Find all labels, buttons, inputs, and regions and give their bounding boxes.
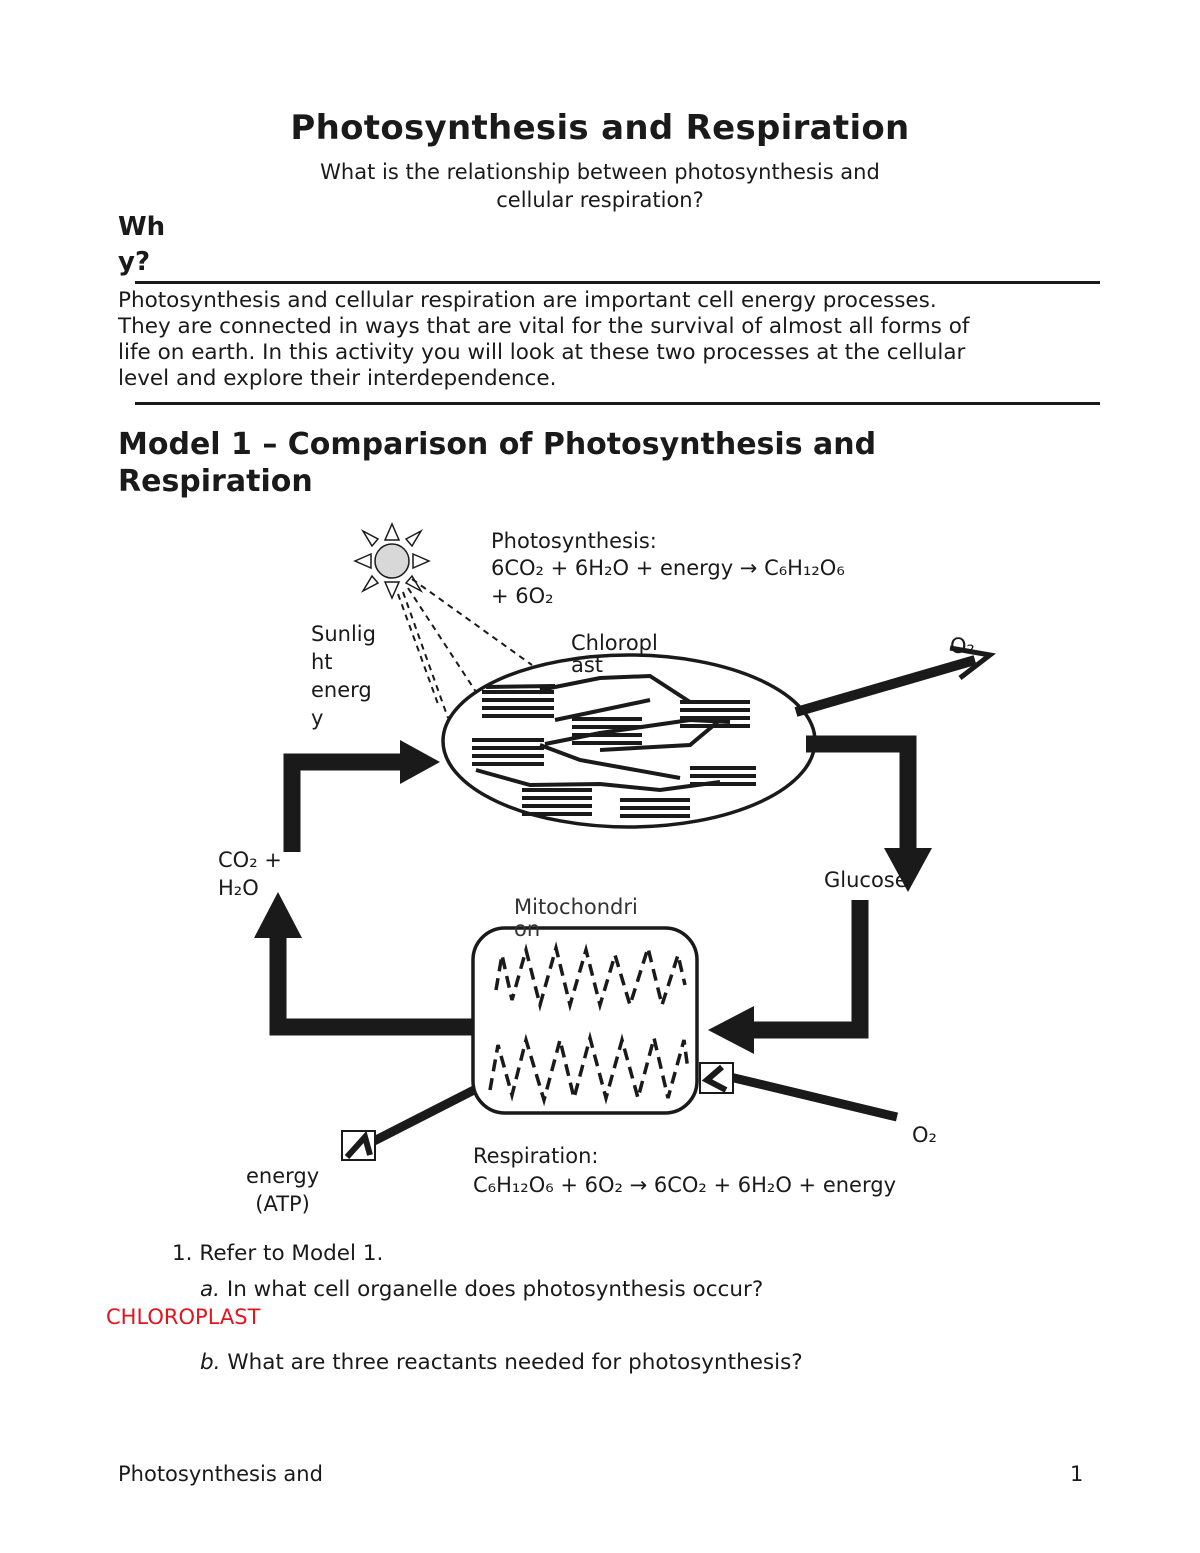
water-line: H₂O [218,874,282,902]
arrow-glucose-to-mitochondrion [708,900,860,1054]
glucose-label: Glucose [824,866,908,894]
co2-line: CO₂ + [218,846,282,874]
question-1b-text: What are three reactants needed for phot… [220,1350,802,1375]
sunlight-line-1: Sunlig [311,620,376,648]
chloroplast-shape [443,655,815,827]
question-1b: b. What are three reactants needed for p… [200,1349,803,1377]
arrow-energy-out [342,1090,474,1160]
o2-output-label: O₂ [950,632,975,660]
sunlight-energy-label: Sunlig ht energ y [311,620,376,732]
answer-1a: CHLOROPLAST [106,1305,260,1329]
energy-line: energy [246,1162,319,1190]
photosynthesis-equation-line-2: + 6O₂ [491,582,554,610]
arrow-mitochondrion-to-co2 [254,892,472,1027]
co2-water-label: CO₂ + H₂O [218,846,282,902]
question-1a-text: In what cell organelle does photosynthes… [220,1277,763,1302]
arrow-co2-to-chloroplast [292,740,440,852]
sunlight-line-3: energ [311,676,376,704]
question-1a-letter: a. [200,1277,220,1302]
page-number: 1 [1070,1462,1083,1486]
mitochondrion-label: Mitochondri on [514,893,638,943]
energy-atp-label: energy (ATP) [246,1162,319,1218]
photosynthesis-equation-line-1: 6CO₂ + 6H₂O + energy → C₆H₁₂O₆ [491,554,845,582]
sunlight-line-2: ht [311,648,376,676]
sun-icon [355,524,429,598]
question-1: 1. Refer to Model 1. [172,1240,383,1268]
atp-line: (ATP) [246,1190,319,1218]
respiration-equation: C₆H₁₂O₆ + 6O₂ → 6CO₂ + 6H₂O + energy [473,1171,896,1199]
footer-title: Photosynthesis and [118,1462,323,1486]
photosynthesis-label: Photosynthesis: [491,527,657,555]
question-1b-letter: b. [200,1350,220,1375]
mitochondrion-shape [473,928,697,1113]
arrow-o2-in [700,1063,897,1117]
o2-input-label: O₂ [912,1121,937,1149]
chloroplast-label: Chloropl ast [571,629,658,679]
sunlight-line-4: y [311,704,376,732]
respiration-label: Respiration: [473,1142,598,1170]
question-1a: a. In what cell organelle does photosynt… [200,1276,763,1304]
